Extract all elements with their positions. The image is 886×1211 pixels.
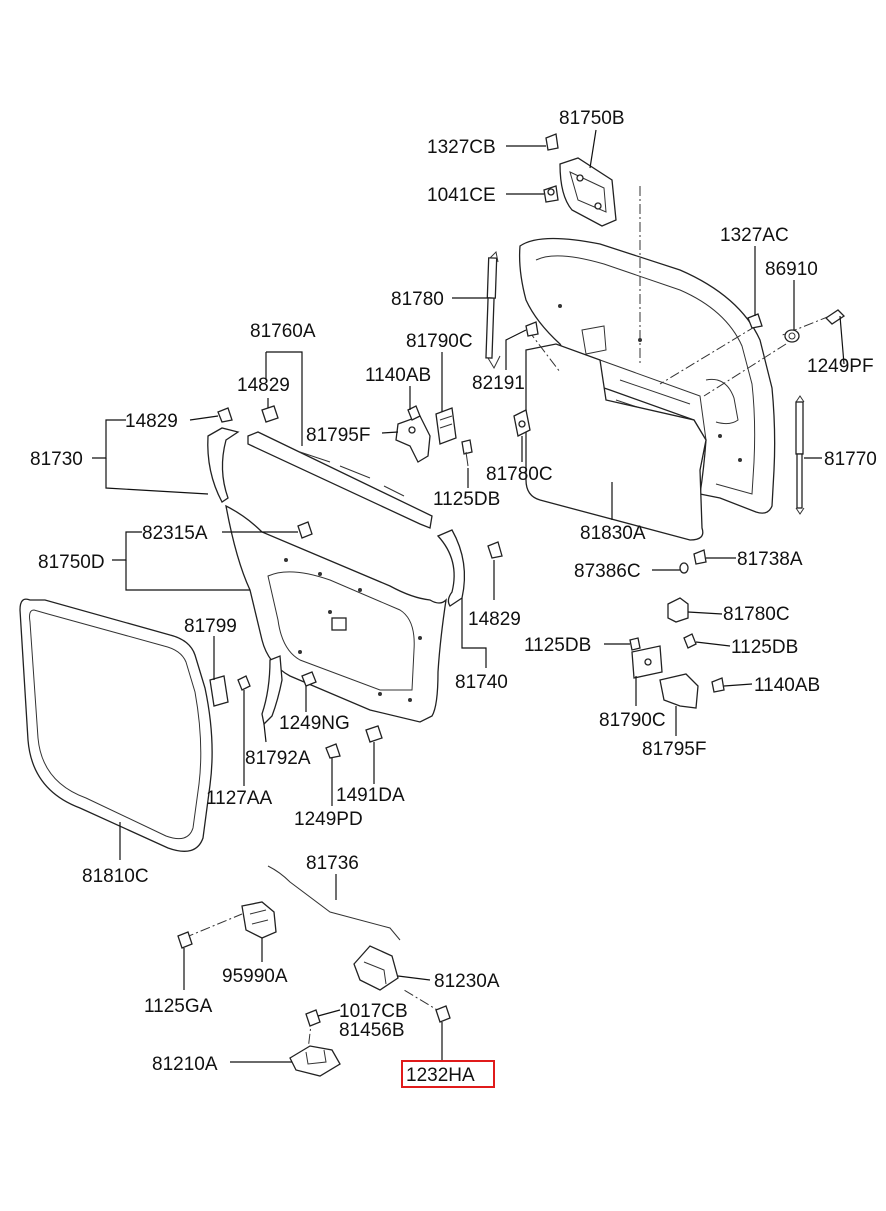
actuator-95990a: [241, 901, 277, 939]
striker-81210a: [289, 1045, 341, 1077]
label-1140ab-mid[interactable]: 1140AB: [754, 675, 820, 696]
label-81790c-top[interactable]: 81790C: [406, 331, 473, 352]
bolt-1140ab-mid: [711, 677, 725, 693]
bolt-1017cb: [305, 1009, 321, 1027]
label-81810c[interactable]: 81810C: [82, 866, 149, 887]
sheet-81830a: [525, 343, 707, 541]
trim-81740: [436, 529, 466, 607]
label-81740[interactable]: 81740: [455, 672, 508, 693]
label-14829-b[interactable]: 14829: [125, 411, 178, 432]
label-1140ab-top[interactable]: 1140AB: [365, 365, 431, 386]
trim-81760a: [247, 431, 433, 529]
label-81770[interactable]: 81770: [824, 449, 877, 470]
label-1249pf[interactable]: 1249PF: [807, 356, 874, 377]
label-1327ac[interactable]: 1327AC: [720, 225, 789, 246]
label-1041ce[interactable]: 1041CE: [427, 185, 496, 206]
label-81738a[interactable]: 81738A: [737, 549, 803, 570]
label-81795f-mid[interactable]: 81795F: [642, 739, 706, 760]
clip-82315a: [297, 521, 313, 539]
label-14829-c[interactable]: 14829: [468, 609, 521, 630]
clip-14829-a: [261, 405, 279, 423]
rod-81736: [267, 865, 401, 941]
bolt-1125db-top: [461, 439, 473, 467]
weatherstrip-81810c: [19, 598, 213, 852]
clip-14829-b: [217, 407, 233, 423]
screw-1249pf: [824, 309, 846, 325]
label-81780[interactable]: 81780: [391, 289, 444, 310]
bracket-81795f-top: [395, 415, 431, 463]
label-81750d[interactable]: 81750D: [38, 552, 105, 573]
fastener-1491da: [365, 725, 383, 743]
label-82191[interactable]: 82191: [472, 373, 525, 394]
label-81792a[interactable]: 81792A: [245, 748, 311, 769]
label-81795f-top[interactable]: 81795F: [306, 425, 370, 446]
gas-strut-81770: [795, 395, 805, 515]
bolt-1125db-right: [683, 633, 697, 649]
cover-81799: [209, 675, 229, 707]
trim-panel-81750d: [225, 504, 447, 723]
highlight-box: [401, 1060, 495, 1088]
hinge-81750b: [559, 157, 617, 227]
clip-14829-c: [487, 541, 503, 559]
label-1249pd[interactable]: 1249PD: [294, 809, 363, 830]
latch-81230a: [353, 945, 399, 991]
label-81760a[interactable]: 81760A: [250, 321, 316, 342]
bolt-1140ab-top: [407, 405, 421, 421]
label-81750b[interactable]: 81750B: [559, 108, 625, 129]
label-81230a[interactable]: 81230A: [434, 971, 500, 992]
part-labels: 81750B 1327CB 1041CE 1327AC 86910 1249PF…: [30, 108, 877, 1088]
label-87386c[interactable]: 87386C: [574, 561, 641, 582]
label-1491da[interactable]: 1491DA: [336, 785, 405, 806]
screw-1249pd: [325, 743, 341, 759]
label-81830a[interactable]: 81830A: [580, 523, 646, 544]
bumper-81738a: [693, 549, 707, 565]
label-81790c-mid[interactable]: 81790C: [599, 710, 666, 731]
label-81210a[interactable]: 81210A: [152, 1054, 218, 1075]
label-81780c-top[interactable]: 81780C: [486, 464, 553, 485]
bolt-1125ga: [177, 931, 193, 949]
bumper-81780c-mid: [667, 597, 689, 623]
bracket-81790c-mid: [631, 645, 663, 679]
bumper-81780c-top: [513, 409, 531, 437]
bolt-1232ha: [435, 1005, 451, 1023]
label-1327cb[interactable]: 1327CB: [427, 137, 496, 158]
trim-81730: [207, 427, 240, 503]
label-1125ga[interactable]: 1125GA: [144, 996, 213, 1017]
grommet-86910: [784, 329, 800, 343]
label-81736[interactable]: 81736: [306, 853, 359, 874]
bracket-81790c-top: [435, 407, 457, 445]
label-81799[interactable]: 81799: [184, 616, 237, 637]
label-86910[interactable]: 86910: [765, 259, 818, 280]
label-1125db-top[interactable]: 1125DB: [433, 489, 500, 510]
label-1125db-right[interactable]: 1125DB: [731, 637, 798, 658]
label-81456b[interactable]: 81456B: [339, 1020, 405, 1041]
leader-lines: [92, 129, 845, 1063]
label-81730[interactable]: 81730: [30, 449, 83, 470]
label-95990a[interactable]: 95990A: [222, 966, 288, 987]
clip-82191: [525, 321, 539, 337]
nut-1327cb: [545, 133, 559, 151]
label-14829-a[interactable]: 14829: [237, 375, 290, 396]
label-82315a[interactable]: 82315A: [142, 523, 208, 544]
label-1017cb[interactable]: 1017CB: [339, 1001, 408, 1022]
label-81780c-mid[interactable]: 81780C: [723, 604, 790, 625]
screw-1249ng: [301, 671, 317, 687]
bolt-1041ce: [543, 185, 559, 203]
bolt-1125db-left: [629, 637, 641, 651]
screw-1127aa: [237, 675, 251, 691]
handle-81792a: [261, 655, 283, 726]
label-1127aa[interactable]: 1127AA: [206, 788, 273, 809]
bracket-81795f-mid: [659, 673, 699, 709]
label-1232ha[interactable]: 1232HA: [406, 1065, 475, 1086]
label-1249ng[interactable]: 1249NG: [279, 713, 350, 734]
gas-strut-81780: [485, 250, 501, 370]
bumper-87386c: [679, 562, 689, 574]
label-1125db-left[interactable]: 1125DB: [524, 635, 591, 656]
